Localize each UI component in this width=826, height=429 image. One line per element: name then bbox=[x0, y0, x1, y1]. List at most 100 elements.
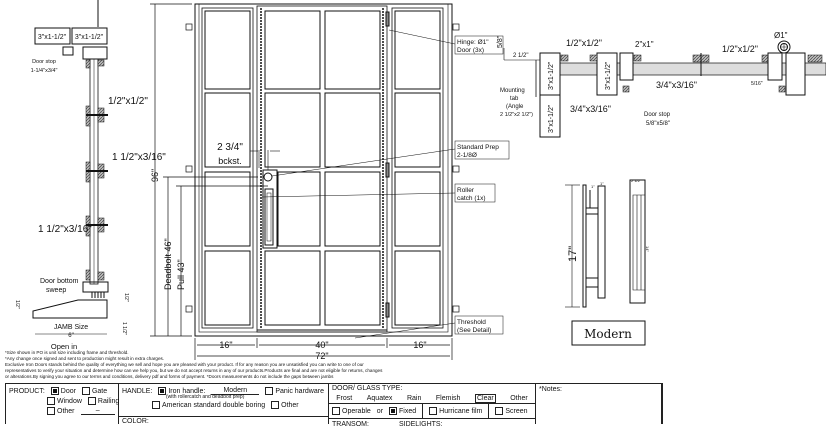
jamb-tube-left-label: 3"x1-1/2" bbox=[38, 34, 67, 41]
glazing-bead-size-label: 1 1/2"x3/16" bbox=[112, 152, 166, 163]
hinge-diameter: Ø1" bbox=[774, 31, 788, 40]
product-label: PRODUCT: bbox=[9, 387, 45, 395]
dim-half-2: 1/2" bbox=[14, 300, 20, 309]
disclaimer-notes: *Size shown in PO is unit size including… bbox=[5, 350, 805, 380]
option-label: Door bbox=[60, 387, 76, 395]
threshold-shape bbox=[32, 299, 108, 319]
door-panel bbox=[256, 5, 390, 333]
option-label: Railing bbox=[97, 397, 120, 405]
mounting-tab-label-3: (Angle bbox=[506, 104, 524, 110]
product-railing-checkbox[interactable]: Railing bbox=[87, 397, 120, 405]
fixed-checkbox[interactable]: Fixed bbox=[389, 407, 416, 415]
hinge-pin-icon bbox=[777, 40, 791, 54]
pull-handle bbox=[264, 188, 274, 246]
product-section: PRODUCT: Door Gate Window Railing Other … bbox=[6, 384, 119, 424]
hurricane-film-checkbox[interactable]: Hurricane film bbox=[429, 407, 482, 415]
mounting-tab-label: Mounting bbox=[500, 88, 525, 94]
color-label: COLOR: bbox=[119, 416, 328, 426]
prep-callout-2: 2-1/8Ø bbox=[457, 152, 477, 159]
glass-frost[interactable]: Frost bbox=[336, 394, 353, 402]
sweep-label-2: sweep bbox=[46, 287, 66, 294]
glass-type-label: DOOR/ GLASS TYPE: bbox=[332, 385, 403, 392]
or-label: or bbox=[376, 407, 384, 415]
note-line: Exclusive Iron Doors stands behind the q… bbox=[5, 362, 364, 367]
glazing-bead-size-label-2: 1 1/2"x3/16" bbox=[38, 224, 92, 235]
option-label: Hurricane film bbox=[439, 407, 483, 415]
door-stop-size: 1-1/4"x3/4" bbox=[31, 68, 58, 74]
glazing-bead-a: 3/4"x3/16" bbox=[570, 104, 611, 114]
option-label: Other bbox=[57, 407, 75, 415]
screen-checkbox[interactable]: Screen bbox=[495, 407, 528, 415]
mounting-tab-label-4: 2 1/2"x2 1/2") bbox=[500, 112, 533, 118]
handle-plate bbox=[262, 169, 278, 249]
door-stop-label: Door stop bbox=[32, 59, 56, 65]
height-dimension: 96" bbox=[150, 169, 160, 182]
product-gate-checkbox[interactable]: Gate bbox=[81, 387, 107, 395]
notes-label: *Notes: bbox=[539, 386, 562, 393]
dim-5-8: 5/8" bbox=[497, 35, 504, 48]
jamb-tube-left bbox=[34, 27, 71, 45]
width-left: 16" bbox=[219, 340, 232, 350]
section-tube-b: 3"x1-1/2" bbox=[548, 104, 555, 133]
horizontal-section-detail: 3"x1-1/2" 3"x1-1/2" 3"x1-1/2" 5/8" 2 1/2… bbox=[497, 31, 826, 138]
product-door-checkbox[interactable]: Door bbox=[50, 387, 76, 395]
transom-label: TRANSOM: bbox=[332, 420, 369, 428]
handle-depth-1: 1" bbox=[591, 184, 595, 189]
glass-flemish[interactable]: Flemish bbox=[435, 394, 461, 402]
american-standard-checkbox[interactable]: American standard double boring bbox=[152, 401, 265, 409]
prep-callout: Standard Prep bbox=[457, 144, 499, 151]
notes-section[interactable]: *Notes: bbox=[536, 384, 662, 424]
section-tube-c: 3"x1-1/2" bbox=[605, 61, 612, 90]
option-label: Screen bbox=[505, 407, 528, 415]
dim-5-16: 5/16" bbox=[751, 81, 763, 87]
roller-callout: Roller bbox=[457, 187, 475, 194]
product-window-checkbox[interactable]: Window bbox=[47, 397, 82, 405]
handle-depth-2: 1" bbox=[600, 181, 604, 186]
threshold-callout: Threshold bbox=[457, 319, 486, 326]
handle-width: 2 1/2" bbox=[631, 178, 642, 183]
glass-aquatex[interactable]: Aquatex bbox=[366, 394, 393, 402]
product-other-field[interactable]: – bbox=[80, 407, 115, 415]
product-other-checkbox[interactable]: Other bbox=[47, 407, 75, 415]
iron-handle-checkbox[interactable]: Iron handle: bbox=[158, 387, 205, 395]
jamb-tube-right bbox=[71, 27, 108, 45]
glass-other[interactable]: Other bbox=[510, 394, 528, 402]
note-line: *Size shown in PO is unit size including… bbox=[5, 350, 129, 355]
callouts: Hinge: Ø1" Door (3x) Standard Prep 2-1/8… bbox=[261, 29, 510, 339]
flat-bar-size-label: 1/2"x1/2" bbox=[108, 96, 148, 107]
glass-clear-selected[interactable]: Clear bbox=[474, 393, 496, 403]
door-sweep-shape bbox=[82, 281, 109, 293]
jamb-size-value: 6" bbox=[68, 333, 73, 339]
flat-bar-a: 1/2"x1/2" bbox=[566, 38, 602, 48]
section-door-stop-label: Door stop bbox=[644, 112, 671, 118]
glass-rain[interactable]: Rain bbox=[406, 394, 422, 402]
option-label: Other bbox=[281, 401, 299, 409]
width-right: 16" bbox=[413, 340, 426, 350]
sweep-label: Door bottom bbox=[40, 278, 79, 285]
handle-other-checkbox[interactable]: Other bbox=[271, 401, 299, 409]
iron-handle-field[interactable]: Modern bbox=[211, 387, 260, 395]
glass-section: DOOR/ GLASS TYPE: Frost Aquatex Rain Fle… bbox=[329, 384, 536, 428]
dim-half-1: 1/2" bbox=[123, 293, 129, 302]
sidelights-label: SIDELIGHTS: bbox=[398, 420, 443, 428]
threshold-callout-2: (See Detail) bbox=[457, 327, 491, 334]
section-door-stop-size: 5/8"x5/8" bbox=[646, 121, 670, 127]
horizontal-dimensions: 16" 40" 16" 72" bbox=[194, 338, 453, 361]
operable-checkbox[interactable]: Operable bbox=[332, 407, 371, 415]
option-label: Panic hardware bbox=[275, 387, 324, 395]
door-stop-shape bbox=[62, 46, 74, 56]
width-door: 40" bbox=[315, 340, 328, 350]
drawing-canvas: 3"x1-1/2" 3"x1-1/2" Door stop 1-1/4"x3/4… bbox=[14, 0, 826, 361]
iron-handle-note: (with rollercatch and deadbolt prep) bbox=[166, 394, 245, 400]
backset-dimension: 2 3/4" bckst. bbox=[217, 142, 280, 170]
door-elevation: 2 3/4" bckst. Hinge: Ø1" Door (3x) Stand… bbox=[185, 3, 510, 361]
handle-style-name: Modern bbox=[584, 327, 632, 341]
handle-label: HANDLE: bbox=[122, 387, 153, 395]
mounting-tab-label-2: tab bbox=[510, 96, 519, 102]
handle-section: HANDLE: Iron handle: Modern Panic hardwa… bbox=[119, 384, 329, 426]
width-total: 72" bbox=[315, 351, 328, 361]
dim-one-half: 1 1/2" bbox=[121, 322, 127, 335]
handle-detail: 17" 1" 1" 2 1/2" 14" Modern bbox=[565, 178, 650, 346]
panic-hardware-checkbox[interactable]: Panic hardware bbox=[265, 387, 324, 395]
deadbolt-dimension: Deadbolt 46" bbox=[163, 238, 173, 290]
